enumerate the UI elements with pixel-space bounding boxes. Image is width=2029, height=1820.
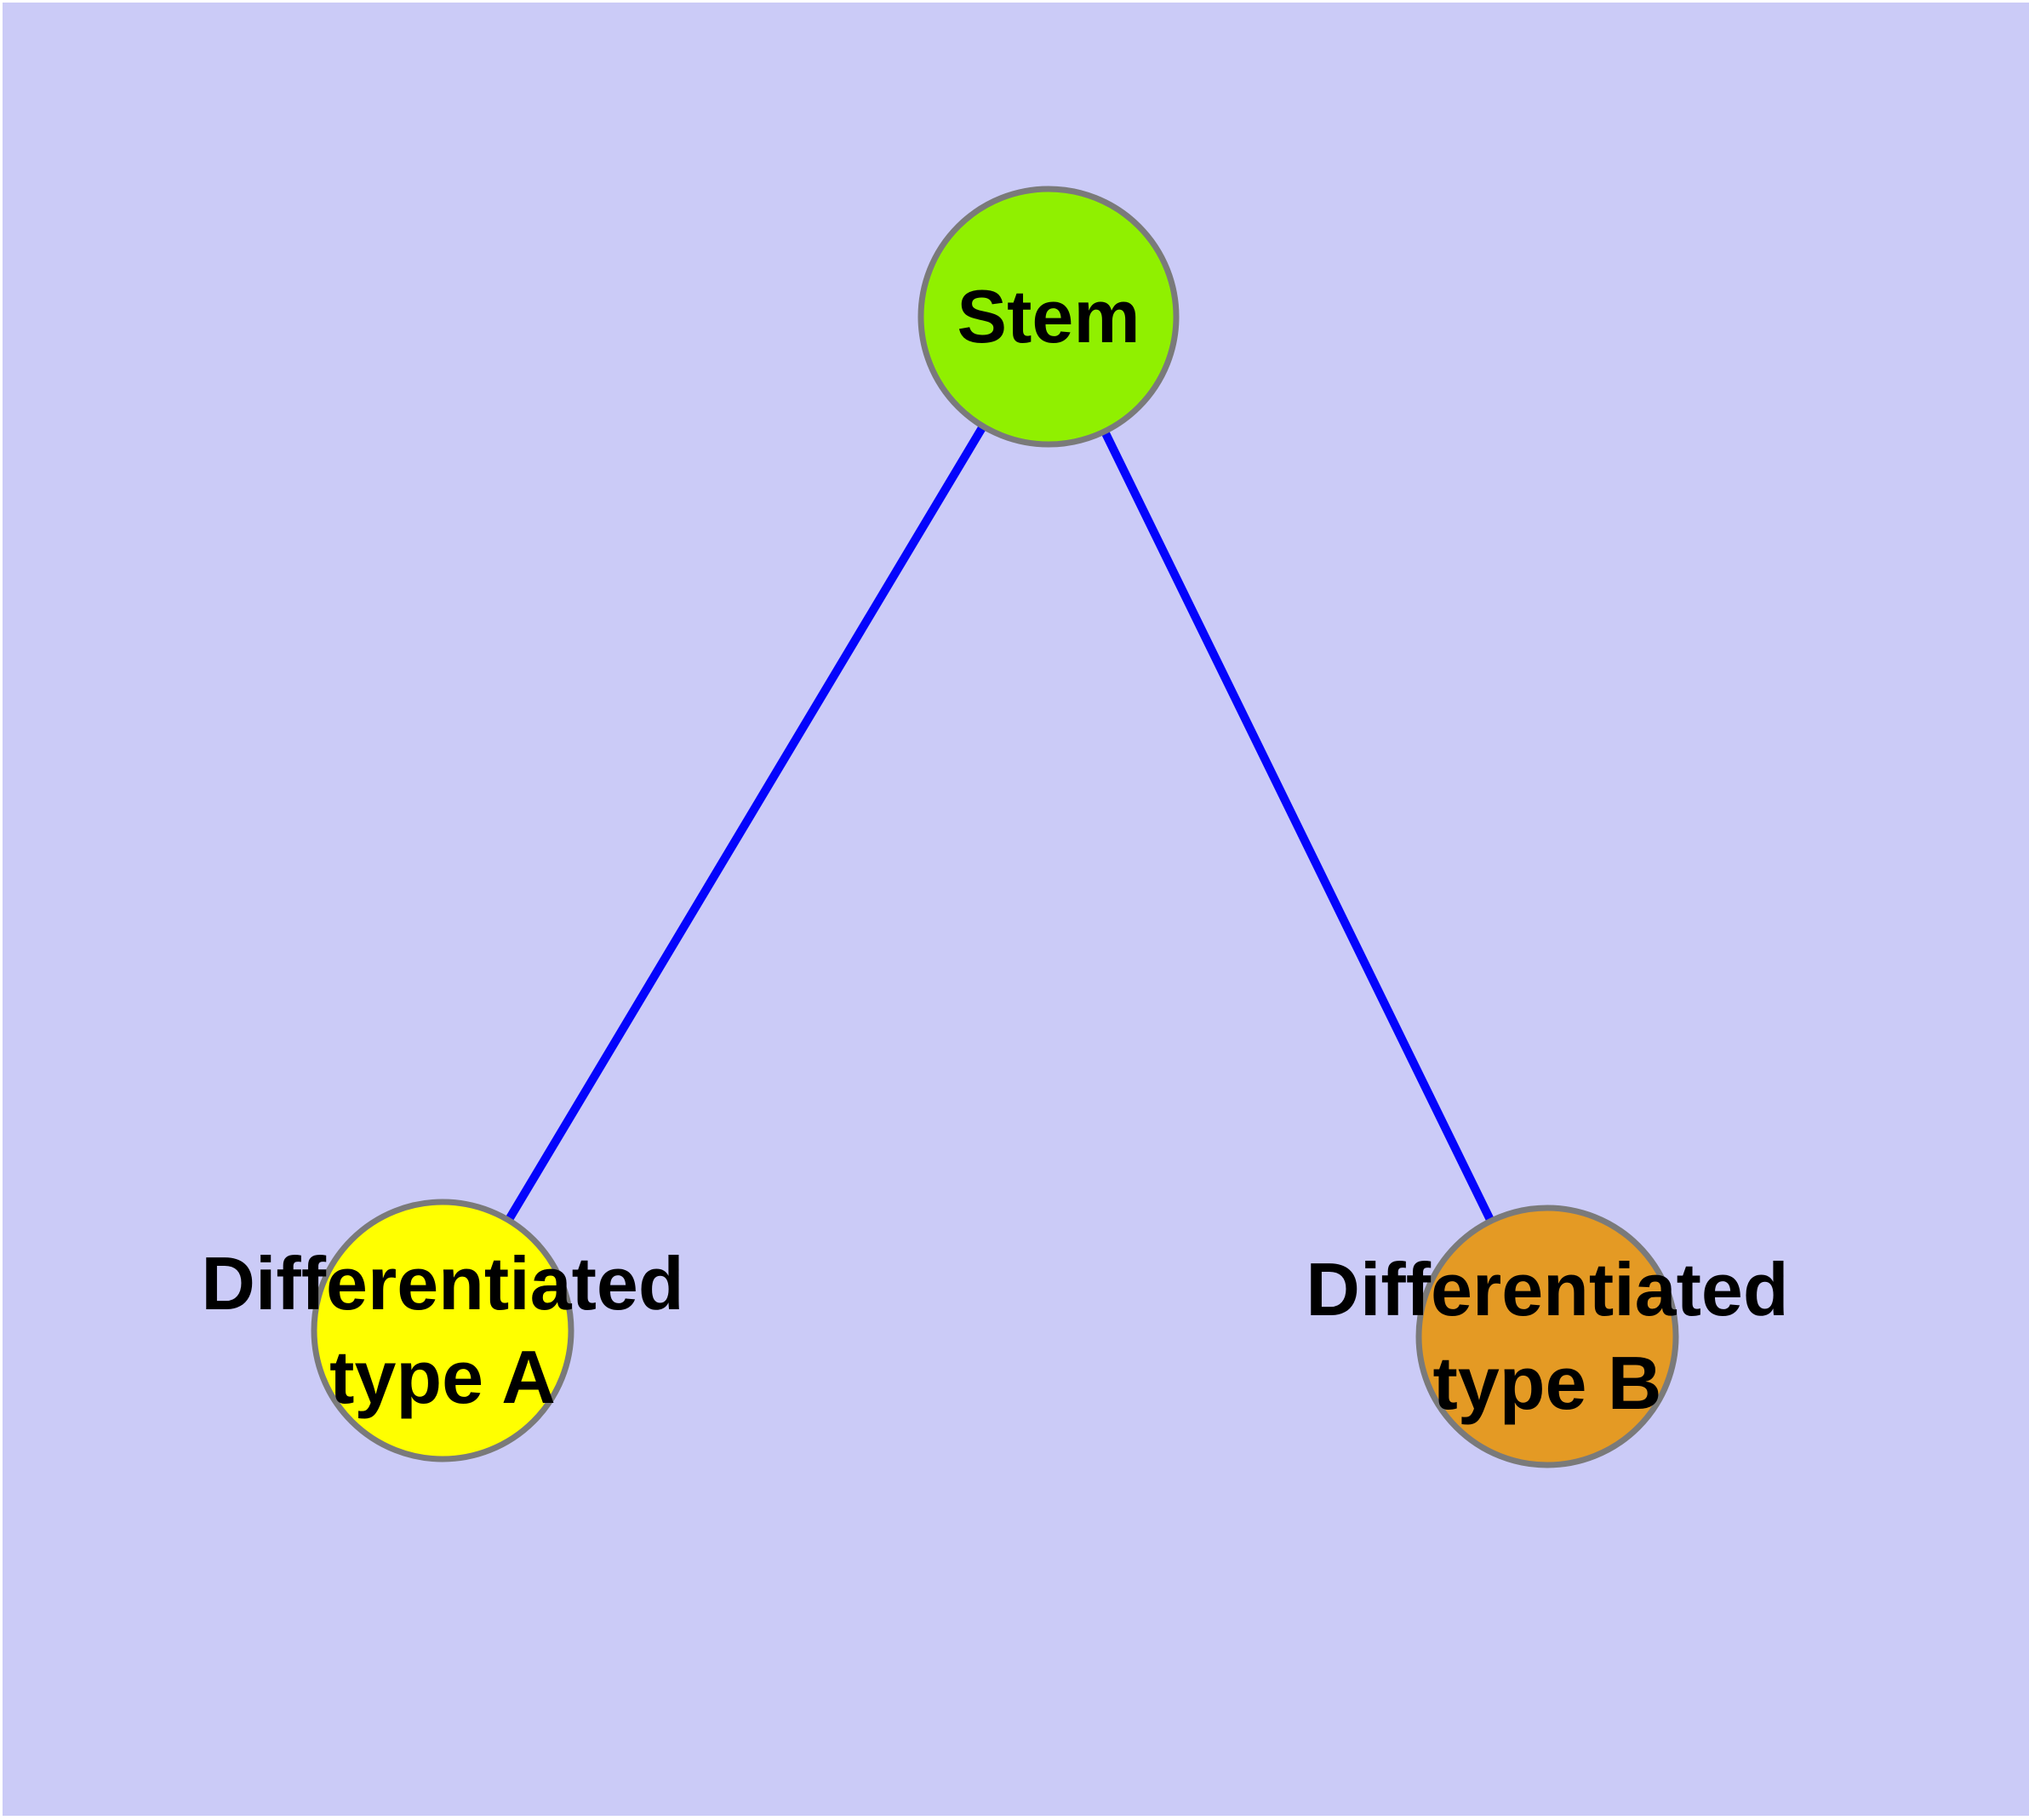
edge-stem-to-type-b <box>1044 314 1552 1339</box>
type-a-node-circle <box>311 1199 574 1462</box>
type-b-node-circle <box>1415 1205 1679 1468</box>
edge-stem-to-type-a <box>438 314 1053 1333</box>
stem-node-circle <box>917 186 1180 448</box>
